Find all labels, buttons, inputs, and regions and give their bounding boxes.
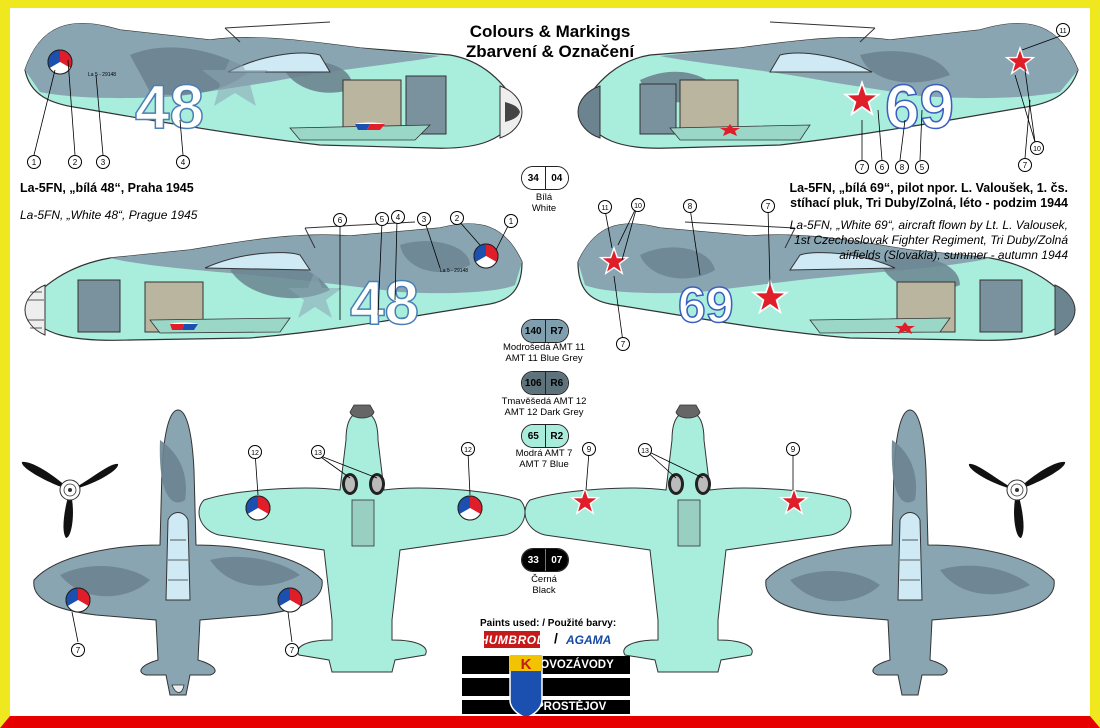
callout-7-middle: 7 [766, 202, 771, 211]
caption-right-czech-2: stíhací pluk, Tri Duby/Zolná, léto - pod… [790, 196, 1068, 210]
callout-7-middle-low: 7 [621, 340, 626, 349]
chip-agama-r2: R2 [544, 425, 568, 447]
callout-6-middle: 6 [338, 216, 343, 225]
colour-chip-white: 34 04 [521, 166, 569, 190]
side-view-white-48-right: 48 La 5 - 29148 [24, 221, 523, 341]
title-english: Colours & Markings [469, 22, 631, 41]
callout-4: 4 [181, 158, 186, 167]
callout-1: 1 [32, 158, 37, 167]
number-69-top: 69 [885, 73, 954, 142]
colour-label-dark-grey: Tmavěšedá AMT 12 AMT 12 Dark Grey [474, 396, 614, 418]
agama-logo: AGAMA [566, 633, 612, 647]
callout-11: 11 [1059, 28, 1066, 35]
label-white: White [531, 203, 557, 214]
callout-9-left: 9 [587, 445, 592, 454]
top-view-white-48 [33, 409, 323, 696]
paints-used-label: Paints used: / Použité barvy: [480, 618, 617, 629]
top-view-white-69 [765, 409, 1055, 696]
callout-10-middle: 10 [634, 203, 642, 210]
prostejov-bar: PROSTĚJOV [462, 700, 630, 714]
tail-serial-top: La 5 - 29148 [88, 72, 116, 78]
label-tmaveseda: Tmavěšedá AMT 12 [501, 396, 587, 407]
chip-humbrol-34: 34 [522, 167, 545, 189]
callout-10: 10 [1033, 146, 1041, 153]
prostejov-text: PROSTĚJOV [536, 701, 607, 713]
callout-3: 3 [101, 158, 106, 167]
chip-humbrol-140: 140 [522, 320, 545, 342]
chip-humbrol-106: 106 [522, 372, 545, 394]
callout-2-middle: 2 [455, 214, 460, 223]
colour-label-blue: Modrá AMT 7 AMT 7 Blue [474, 448, 614, 470]
callout-3-middle: 3 [422, 215, 427, 224]
kovozavody-bar: KOVOZÁVODY [462, 656, 630, 674]
kovozavody-text: KOVOZÁVODY [532, 659, 614, 671]
chip-humbrol-65: 65 [522, 425, 545, 447]
side-view-white-69-left: 69 [577, 221, 1076, 341]
callout-12-right: 12 [464, 447, 472, 454]
callout-8-middle: 8 [688, 202, 693, 211]
chip-agama-07: 07 [544, 549, 568, 571]
label-black: Black [532, 585, 556, 596]
colour-chip-blue-grey: 140 R7 [521, 319, 569, 343]
tail-serial-middle: La 5 - 29148 [440, 268, 468, 274]
colour-chip-blue: 65 R2 [521, 424, 569, 448]
bottom-view-white-48 [198, 404, 526, 673]
caption-right-english-2: 1st Czechoslovak Fighter Regiment, Tri D… [794, 233, 1068, 247]
number-69-middle: 69 [678, 277, 734, 333]
callout-13-right: 13 [641, 448, 649, 455]
chip-agama-r6: R6 [544, 372, 568, 394]
number-48-middle: 48 [350, 269, 419, 338]
bottom-view-white-69 [524, 404, 852, 673]
kovozavody-bar-middle [462, 678, 630, 696]
caption-right-english-3: airfields (Slovakia), summer - autumn 19… [839, 248, 1068, 262]
colour-label-white: Bílá White [474, 192, 614, 214]
side-view-white-48-left: 48 La 5 - 29148 [24, 21, 523, 149]
callout-9-right: 9 [791, 445, 796, 454]
caption-left-english: La-5FN, „White 48“, Prague 1945 [20, 208, 198, 222]
callout-2: 2 [73, 158, 78, 167]
callout-8: 8 [900, 163, 905, 172]
callout-11-middle: 11 [601, 205, 608, 212]
propeller-right [968, 461, 1066, 538]
callout-7-topview-left: 7 [76, 646, 81, 655]
title-czech: Zbarvení & Označení [465, 42, 635, 61]
callout-7-topview-right: 7 [290, 646, 295, 655]
chip-humbrol-33: 33 [522, 549, 545, 571]
humbrol-logo: HUMBROL [479, 631, 545, 648]
callout-12-left: 12 [251, 450, 259, 457]
label-modra: Modrá AMT 7 [515, 448, 573, 459]
number-48-top: 48 [135, 73, 204, 142]
callout-1-middle: 1 [509, 217, 514, 226]
callout-7: 7 [860, 163, 865, 172]
propeller-left [21, 461, 119, 538]
caption-left-czech: La-5FN, „bílá 48“, Praha 1945 [20, 181, 194, 195]
chip-agama-04: 04 [544, 167, 568, 189]
callout-5: 5 [920, 163, 925, 172]
label-amt7: AMT 7 Blue [519, 459, 569, 470]
callout-13-left: 13 [314, 450, 322, 457]
callout-6: 6 [880, 163, 885, 172]
colour-chip-black: 33 07 [521, 548, 569, 572]
paints-separator: / [554, 630, 558, 646]
callout-badges: 1 2 3 4 7 6 8 5 11 10 7 6 5 4 3 2 1 11 1… [27, 23, 1070, 657]
side-view-white-69-right: 69 [577, 21, 1079, 149]
caption-right-english-1: La-5FN, „White 69“, aircraft flown by Lt… [789, 218, 1068, 232]
colour-label-black: Černá Black [474, 574, 614, 596]
label-bila: Bílá [535, 192, 553, 203]
callout-5-middle: 5 [380, 215, 385, 224]
label-modroseda: Modrošedá AMT 11 [502, 342, 586, 353]
callout-7b: 7 [1023, 161, 1028, 170]
label-amt11: AMT 11 Blue Grey [505, 353, 583, 364]
callout-4-middle: 4 [396, 213, 401, 222]
caption-right-czech-1: La-5FN, „bílá 69“, pilot npor. L. Valouš… [789, 181, 1068, 195]
colour-chip-dark-grey: 106 R6 [521, 371, 569, 395]
colour-label-blue-grey: Modrošedá AMT 11 AMT 11 Blue Grey [474, 342, 614, 364]
label-cerna: Černá [531, 574, 557, 585]
chip-agama-r7: R7 [544, 320, 568, 342]
label-amt12: AMT 12 Dark Grey [504, 407, 584, 418]
